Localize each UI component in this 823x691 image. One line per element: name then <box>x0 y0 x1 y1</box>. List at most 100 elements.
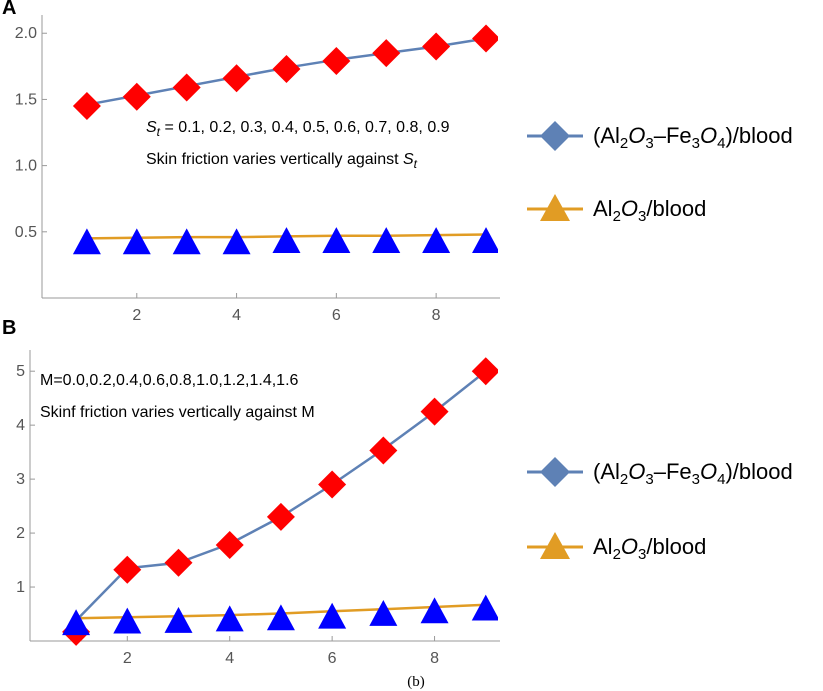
legend-mono-label-part: Al <box>593 196 613 221</box>
panel-b-param-annotation: M=0.0,0.2,0.4,0.6,0.8,1.0,1.2,1.4,1.6 <box>40 372 299 389</box>
legend-mono-label-part: O <box>621 196 638 221</box>
legend-hybrid-label-part: 2 <box>620 471 628 488</box>
x-tick-label: 6 <box>328 650 337 667</box>
hybrid-diamond-marker <box>369 436 398 465</box>
legend-hybrid-label-part: 3 <box>692 135 700 152</box>
mono-triangle-marker <box>113 607 142 634</box>
y-tick-label: 2.0 <box>15 25 37 42</box>
hybrid-diamond-marker <box>420 397 449 426</box>
legend-mono-label-part: 3 <box>638 208 646 225</box>
plot-area <box>72 24 498 255</box>
mono-triangle-marker <box>272 227 301 253</box>
legend-mono-label-part: 2 <box>613 208 621 225</box>
mono-triangle-marker <box>222 228 251 255</box>
legend-mono-label-part: /blood <box>646 196 706 221</box>
legend-hybrid-label-part: –Fe <box>654 459 692 484</box>
x-tick-label: 4 <box>225 650 234 667</box>
note-text: Skin friction varies vertically against <box>146 151 403 168</box>
diamond-icon <box>540 457 570 487</box>
legend-hybrid-label-part: (Al <box>593 123 620 148</box>
legend-mono-label: Al2O3/blood <box>593 196 706 225</box>
hybrid-diamond-marker <box>322 47 351 76</box>
legend-hybrid-label-part: 3 <box>645 135 653 152</box>
y-tick-label: 5 <box>16 363 25 380</box>
legend-hybrid-label-part: 3 <box>645 471 653 488</box>
triangle-icon <box>540 532 570 559</box>
legend-hybrid-label-part: 3 <box>692 471 700 488</box>
y-tick-label: 1 <box>16 579 25 596</box>
legend-mono-label: Al2O3/blood <box>593 534 706 563</box>
panel-a-note-annotation: Skin friction varies vertically against … <box>146 151 418 171</box>
hybrid-diamond-marker <box>113 555 142 584</box>
mono-triangle-marker <box>62 609 91 636</box>
triangle-icon <box>540 194 570 221</box>
param-subscript: t <box>157 125 161 139</box>
mono-triangle-marker <box>372 227 401 253</box>
figure-caption: (b) <box>407 674 425 690</box>
mono-triangle-marker <box>172 228 201 255</box>
legend-hybrid-label-part: )/blood <box>725 459 792 484</box>
note-subscript: t <box>414 157 418 171</box>
legend-hybrid-label-part: O <box>628 123 645 148</box>
y-tick-label: 1.0 <box>15 158 37 175</box>
y-tick-label: 1.5 <box>15 91 37 108</box>
legend-hybrid-label-part: (Al <box>593 459 620 484</box>
hybrid-diamond-marker <box>222 64 251 93</box>
hybrid-diamond-marker <box>72 92 101 121</box>
panel-b-letter: B <box>2 317 16 339</box>
x-tick-label: 2 <box>123 650 132 667</box>
mono-triangle-marker <box>122 228 151 255</box>
mono-triangle-marker <box>215 605 244 632</box>
mono-triangle-marker <box>72 228 101 255</box>
hybrid-diamond-marker <box>266 502 295 531</box>
legend-hybrid-label: (Al2O3–Fe3O4)/blood <box>593 123 793 152</box>
legend-hybrid-label-part: )/blood <box>725 123 792 148</box>
legend-mono-label-part: 3 <box>638 546 646 563</box>
panel-b-note-annotation: Skinf friction varies vertically against… <box>40 404 315 421</box>
x-tick-label: 2 <box>132 307 141 324</box>
hybrid-diamond-marker <box>272 54 301 83</box>
legend-hybrid-label-part: O <box>628 459 645 484</box>
y-tick-label: 0.5 <box>15 224 37 241</box>
x-tick-label: 6 <box>332 307 341 324</box>
hybrid-diamond-marker <box>172 73 201 102</box>
hybrid-diamond-marker <box>164 548 193 577</box>
legend-hybrid-label-part: –Fe <box>654 123 692 148</box>
legend-mono-label-part: 2 <box>613 546 621 563</box>
hybrid-diamond-marker <box>372 39 401 68</box>
legend-hybrid-label: (Al2O3–Fe3O4)/blood <box>593 459 793 488</box>
mono-triangle-marker <box>266 604 295 631</box>
legend-hybrid-label-part: 4 <box>717 471 725 488</box>
legend-hybrid-label-part: 4 <box>717 135 725 152</box>
x-tick-label: 8 <box>432 307 441 324</box>
legend-mono-label-part: Al <box>593 534 613 559</box>
mono-triangle-marker <box>164 607 193 633</box>
legend-hybrid-label-part: O <box>700 123 717 148</box>
hybrid-diamond-marker <box>122 82 151 111</box>
mono-triangle-marker <box>318 602 347 629</box>
mono-triangle-marker <box>322 227 351 253</box>
hybrid-diamond-marker <box>215 530 244 559</box>
y-tick-label: 2 <box>16 525 25 542</box>
hybrid-diamond-marker <box>318 470 347 499</box>
plot-area <box>62 357 498 646</box>
panel-a-letter: A <box>2 0 16 19</box>
mono-triangle-marker <box>471 594 498 621</box>
mono-triangle-marker <box>420 597 449 624</box>
legend-hybrid-label-part: O <box>700 459 717 484</box>
legend-hybrid-label-part: 2 <box>620 135 628 152</box>
param-values: = 0.1, 0.2, 0.3, 0.4, 0.5, 0.6, 0.7, 0.8… <box>160 119 450 136</box>
legend-mono-label-part: /blood <box>646 534 706 559</box>
mono-triangle-marker <box>472 227 498 253</box>
mono-triangle-marker <box>422 227 451 253</box>
diamond-icon <box>540 121 570 151</box>
mono-triangle-marker <box>369 600 398 626</box>
panel-a-param-annotation: St = 0.1, 0.2, 0.3, 0.4, 0.5, 0.6, 0.7, … <box>146 119 450 139</box>
y-tick-label: 3 <box>16 471 25 488</box>
